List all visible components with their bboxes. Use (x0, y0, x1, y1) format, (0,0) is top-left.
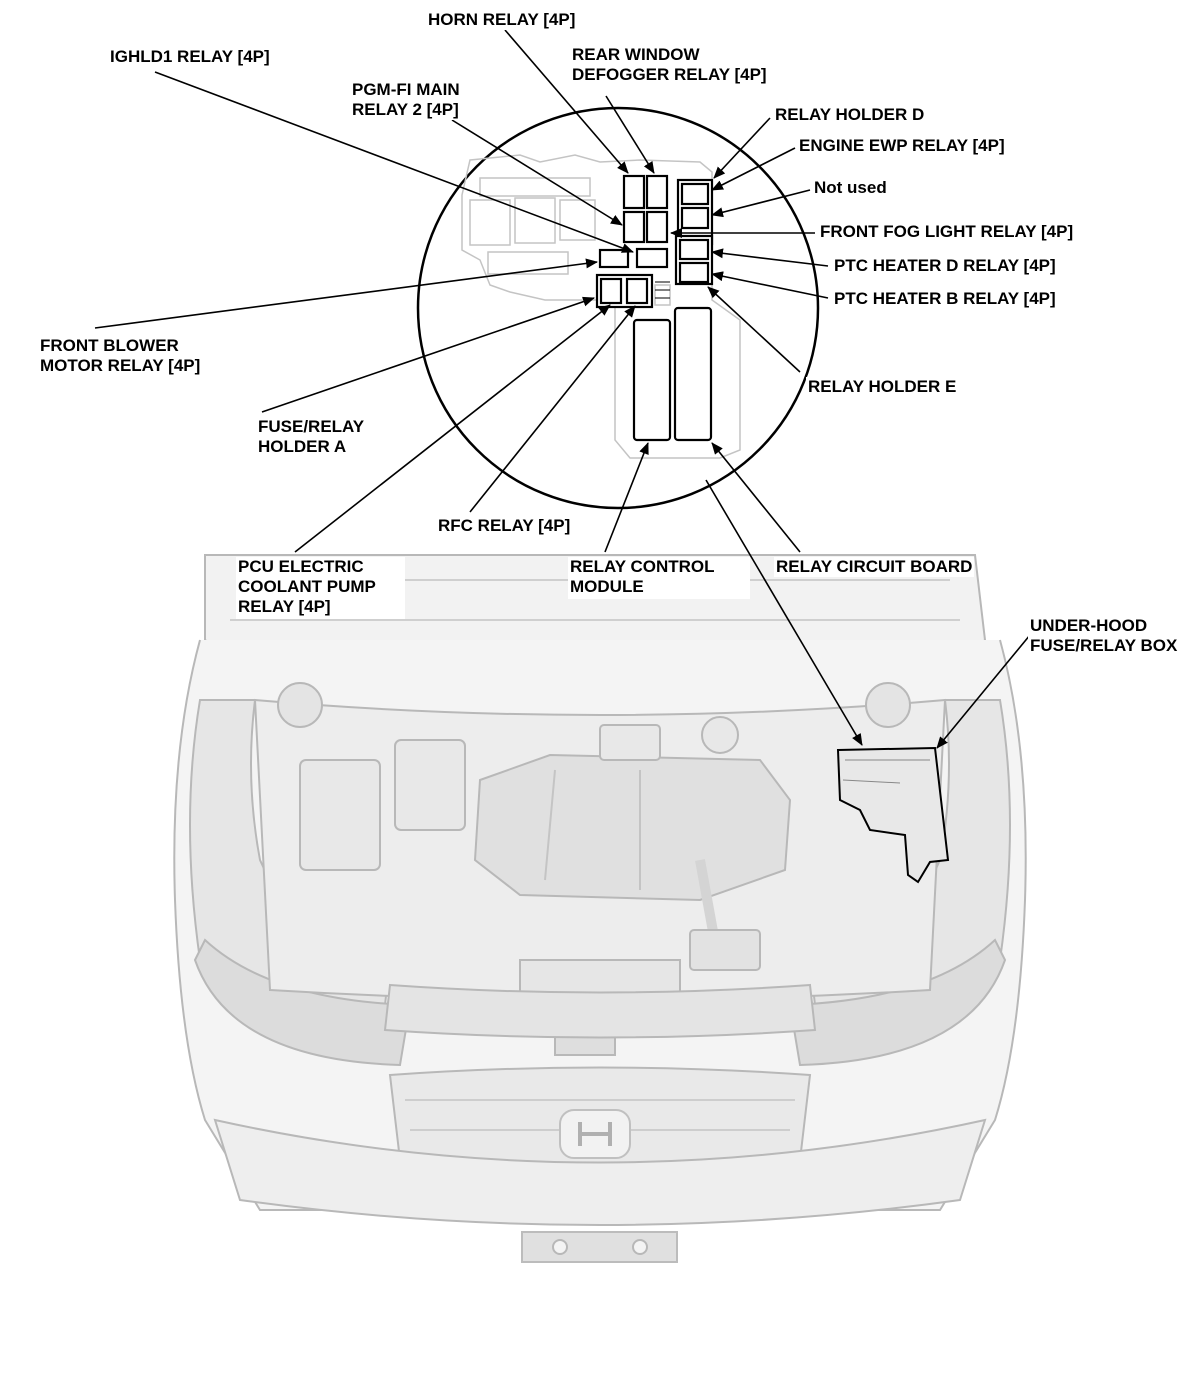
ptc-heater-d-relay-box (678, 238, 710, 261)
ptc-heater-b-relay-box (678, 261, 710, 284)
label-line: FUSE/RELAY (258, 417, 365, 436)
leader-relay-circuit-board (711, 442, 801, 553)
label-not-used: Not used (812, 178, 889, 198)
rfc-relay-box (625, 277, 649, 305)
leader-not-used (711, 189, 811, 218)
label-line: RELAY [4P] (238, 597, 331, 616)
leader-pgm-fi-main (451, 119, 623, 226)
leader-horn-relay (504, 29, 629, 174)
right-headlight (788, 938, 1007, 1067)
label-ptc-heater-b-relay: PTC HEATER B RELAY [4P] (832, 289, 1058, 309)
left-headlight (193, 938, 412, 1067)
label-front-fog-light-relay: FRONT FOG LIGHT RELAY [4P] (818, 222, 1076, 242)
label-pcu-electric-coolant-pump-relay: PCU ELECTRIC COOLANT PUMP RELAY [4P] (236, 557, 405, 619)
leader-pcu-electric-coolant (294, 304, 611, 553)
label-line: RELAY 2 [4P] (352, 100, 459, 119)
label-line: FRONT BLOWER (40, 336, 179, 355)
leader-front-blower (94, 258, 598, 329)
engine-ewp-relay-box (680, 182, 710, 206)
label-line: RELAY CONTROL (570, 557, 715, 576)
relay-boxes (595, 174, 714, 442)
pgm-fi-main-relay-2-box (622, 210, 646, 244)
label-pgm-fi-main-relay-2: PGM-FI MAIN RELAY 2 [4P] (350, 80, 462, 120)
label-line: HOLDER A (258, 437, 347, 456)
label-horn-relay: HORN RELAY [4P] (426, 10, 578, 30)
label-relay-circuit-board: RELAY CIRCUIT BOARD (774, 557, 975, 577)
vehicle-illustration (173, 554, 1027, 1263)
label-rear-window-defogger-relay: REAR WINDOW DEFOGGER RELAY [4P] (570, 45, 769, 85)
leader-relay-holder-e (707, 286, 801, 373)
label-line: UNDER-HOOD (1030, 616, 1148, 635)
label-line: COOLANT PUMP (238, 577, 376, 596)
engine-cover (473, 753, 792, 902)
label-line: MOTOR RELAY [4P] (40, 356, 201, 375)
leader-under-hood-fuse-box (936, 634, 1031, 749)
leader-fuse-relay-holder-a (261, 296, 595, 413)
emblem (559, 1109, 631, 1159)
label-ptc-heater-d-relay: PTC HEATER D RELAY [4P] (832, 256, 1058, 276)
leader-zoom-to-fuse-box (705, 479, 863, 746)
leader-ighld1 (154, 71, 634, 253)
license-plate (521, 1231, 678, 1263)
not-used-box (680, 206, 710, 230)
leader-relay-holder-d (713, 117, 771, 179)
small-relay-box (598, 248, 630, 269)
leader-relay-control-module (604, 442, 649, 553)
label-relay-control-module: RELAY CONTROL MODULE (568, 557, 750, 599)
label-line: REAR WINDOW (572, 45, 700, 64)
label-line: DEFOGGER RELAY [4P] (572, 65, 767, 84)
leader-rear-window-defogger (605, 95, 655, 174)
label-relay-holder-d: RELAY HOLDER D (773, 105, 927, 125)
label-relay-holder-e: RELAY HOLDER E (806, 377, 959, 397)
relay-control-module-box (632, 318, 672, 442)
label-line: PCU ELECTRIC (238, 557, 364, 576)
fuse-box-outline (461, 154, 741, 459)
label-rfc-relay: RFC RELAY [4P] (436, 516, 573, 536)
front-blower-motor-relay-box (599, 277, 623, 305)
label-engine-ewp-relay: ENGINE EWP RELAY [4P] (797, 136, 1007, 156)
horn-relay-box (622, 174, 646, 210)
label-under-hood-fuse-relay-box: UNDER-HOOD FUSE/RELAY BOX (1028, 616, 1180, 656)
label-line: FUSE/RELAY BOX (1030, 636, 1178, 655)
front-fog-light-relay-box (645, 210, 669, 244)
ighld1-relay-box (635, 247, 669, 269)
rear-window-defogger-relay-box (645, 174, 669, 210)
leader-ptc-heater-b (711, 271, 829, 299)
label-fuse-relay-holder-a: FUSE/RELAY HOLDER A (256, 417, 367, 457)
leader-lines (94, 29, 1031, 749)
label-line: MODULE (570, 577, 644, 596)
label-front-blower-motor-relay: FRONT BLOWER MOTOR RELAY [4P] (38, 336, 203, 376)
leader-ptc-heater-d (711, 248, 829, 267)
leader-rfc (469, 305, 636, 513)
leader-engine-ewp (711, 147, 796, 191)
label-line: PGM-FI MAIN (352, 80, 460, 99)
relay-circuit-board-box (673, 306, 713, 442)
label-ighld1-relay: IGHLD1 RELAY [4P] (108, 47, 272, 67)
